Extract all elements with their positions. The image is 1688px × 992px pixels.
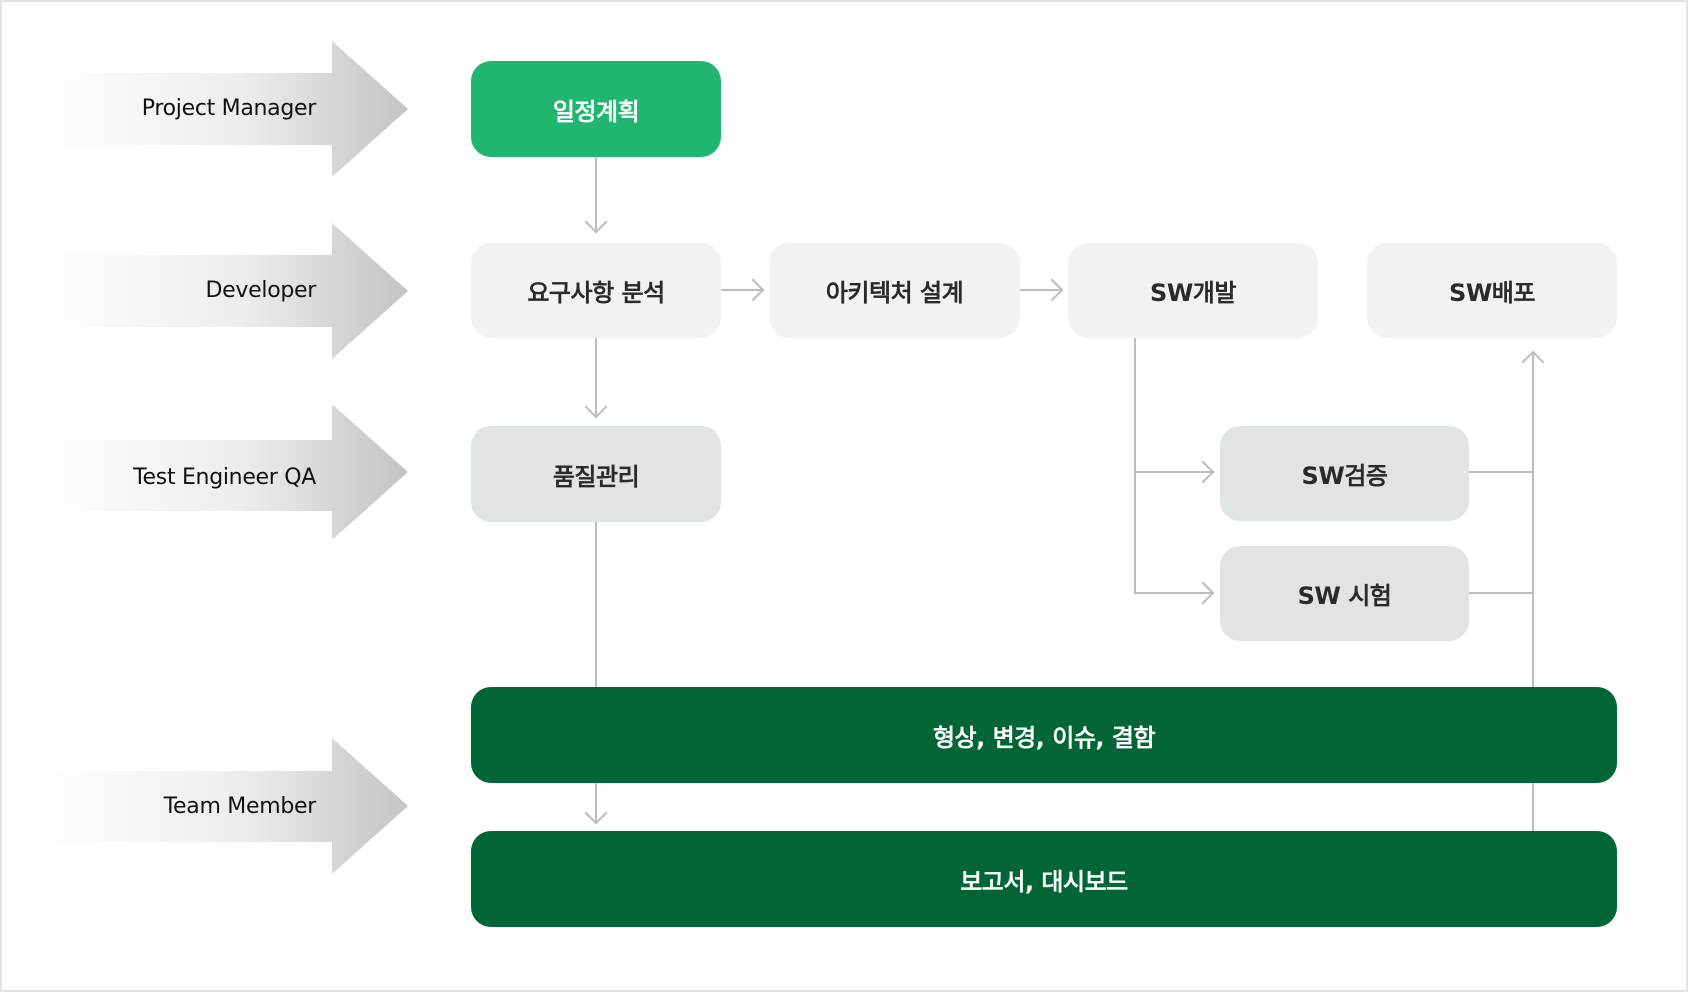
role-arrow-team-member: Team Member: [36, 738, 408, 874]
node-label: SW개발: [1150, 279, 1236, 307]
node-schedule-planning[interactable]: 일정계획: [471, 61, 721, 157]
node-sw-development[interactable]: SW개발: [1068, 243, 1318, 338]
node-label: 보고서, 대시보드: [960, 867, 1128, 896]
node-label: 형상, 변경, 이슈, 결함: [932, 723, 1156, 752]
arrow-shape-icon: [36, 41, 408, 177]
node-reports-dashboard[interactable]: 보고서, 대시보드: [471, 831, 1617, 927]
role-arrow-test-engineer-qa: Test Engineer QA: [36, 404, 408, 540]
node-sw-verification[interactable]: SW검증: [1220, 426, 1469, 521]
node-sw-test[interactable]: SW 시험: [1220, 546, 1469, 641]
node-label: SW배포: [1449, 279, 1535, 307]
node-quality-management[interactable]: 품질관리: [471, 426, 721, 522]
node-label: 요구사항 분석: [527, 279, 665, 307]
node-label: SW검증: [1301, 462, 1388, 490]
role-label: Developer: [205, 278, 317, 303]
role-label: Project Manager: [141, 96, 317, 121]
role-label: Test Engineer QA: [133, 465, 316, 490]
node-label: 아키텍처 설계: [825, 279, 964, 307]
node-requirements-analysis[interactable]: 요구사항 분석: [471, 243, 721, 338]
role-arrow-project-manager: Project Manager: [36, 41, 408, 177]
node-label: SW 시험: [1297, 582, 1392, 610]
arrow-shape-icon: [36, 738, 408, 874]
node-config-change-issue-defect[interactable]: 형상, 변경, 이슈, 결함: [471, 687, 1617, 783]
node-label: 품질관리: [552, 462, 640, 491]
role-label: Team Member: [163, 794, 317, 819]
node-architecture-design[interactable]: 아키텍처 설계: [769, 243, 1020, 338]
role-arrow-developer: Developer: [36, 223, 408, 359]
arrow-shape-icon: [36, 223, 408, 359]
node-sw-deployment[interactable]: SW배포: [1367, 243, 1617, 338]
arrow-shape-icon: [36, 404, 408, 540]
node-label: 일정계획: [552, 97, 640, 126]
